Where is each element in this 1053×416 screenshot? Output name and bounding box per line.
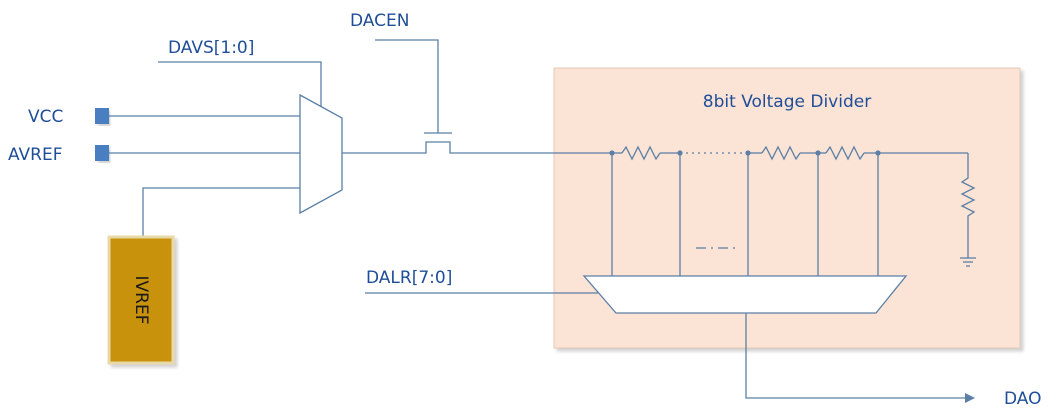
dacen-wire [375,39,439,133]
node-2 [677,150,683,156]
node-5 [875,150,881,156]
dacen-label: DACEN [350,11,409,31]
node-4 [815,150,821,156]
davs-wire [158,61,322,106]
resistor-chain [612,145,976,267]
ivref-label: IVREF [131,276,151,325]
avref-label: AVREF [8,145,63,165]
resistor-2 [761,145,801,161]
tap-nodes [609,150,881,156]
dao-label: DAO [1004,389,1042,409]
tap-lines [611,153,879,276]
input-mux [299,93,343,215]
dao-wire [745,313,975,403]
ground-resistor [960,153,976,258]
mux-output-wire [342,141,612,154]
avref-terminal [95,145,109,161]
vcc-label: VCC [28,107,63,127]
resistor-3 [825,145,865,161]
vcc-terminal [95,108,109,124]
output-mux [582,275,908,314]
node-1 [609,150,615,156]
ivref-wire [142,187,300,237]
node-3 [745,150,751,156]
dalr-label: DALR[7:0] [366,268,452,288]
ivref-block [107,235,175,365]
voltage-divider-title: 8bit Voltage Divider [703,92,871,112]
davs-label: DAVS[1:0] [168,38,254,58]
resistor-1 [621,145,661,161]
